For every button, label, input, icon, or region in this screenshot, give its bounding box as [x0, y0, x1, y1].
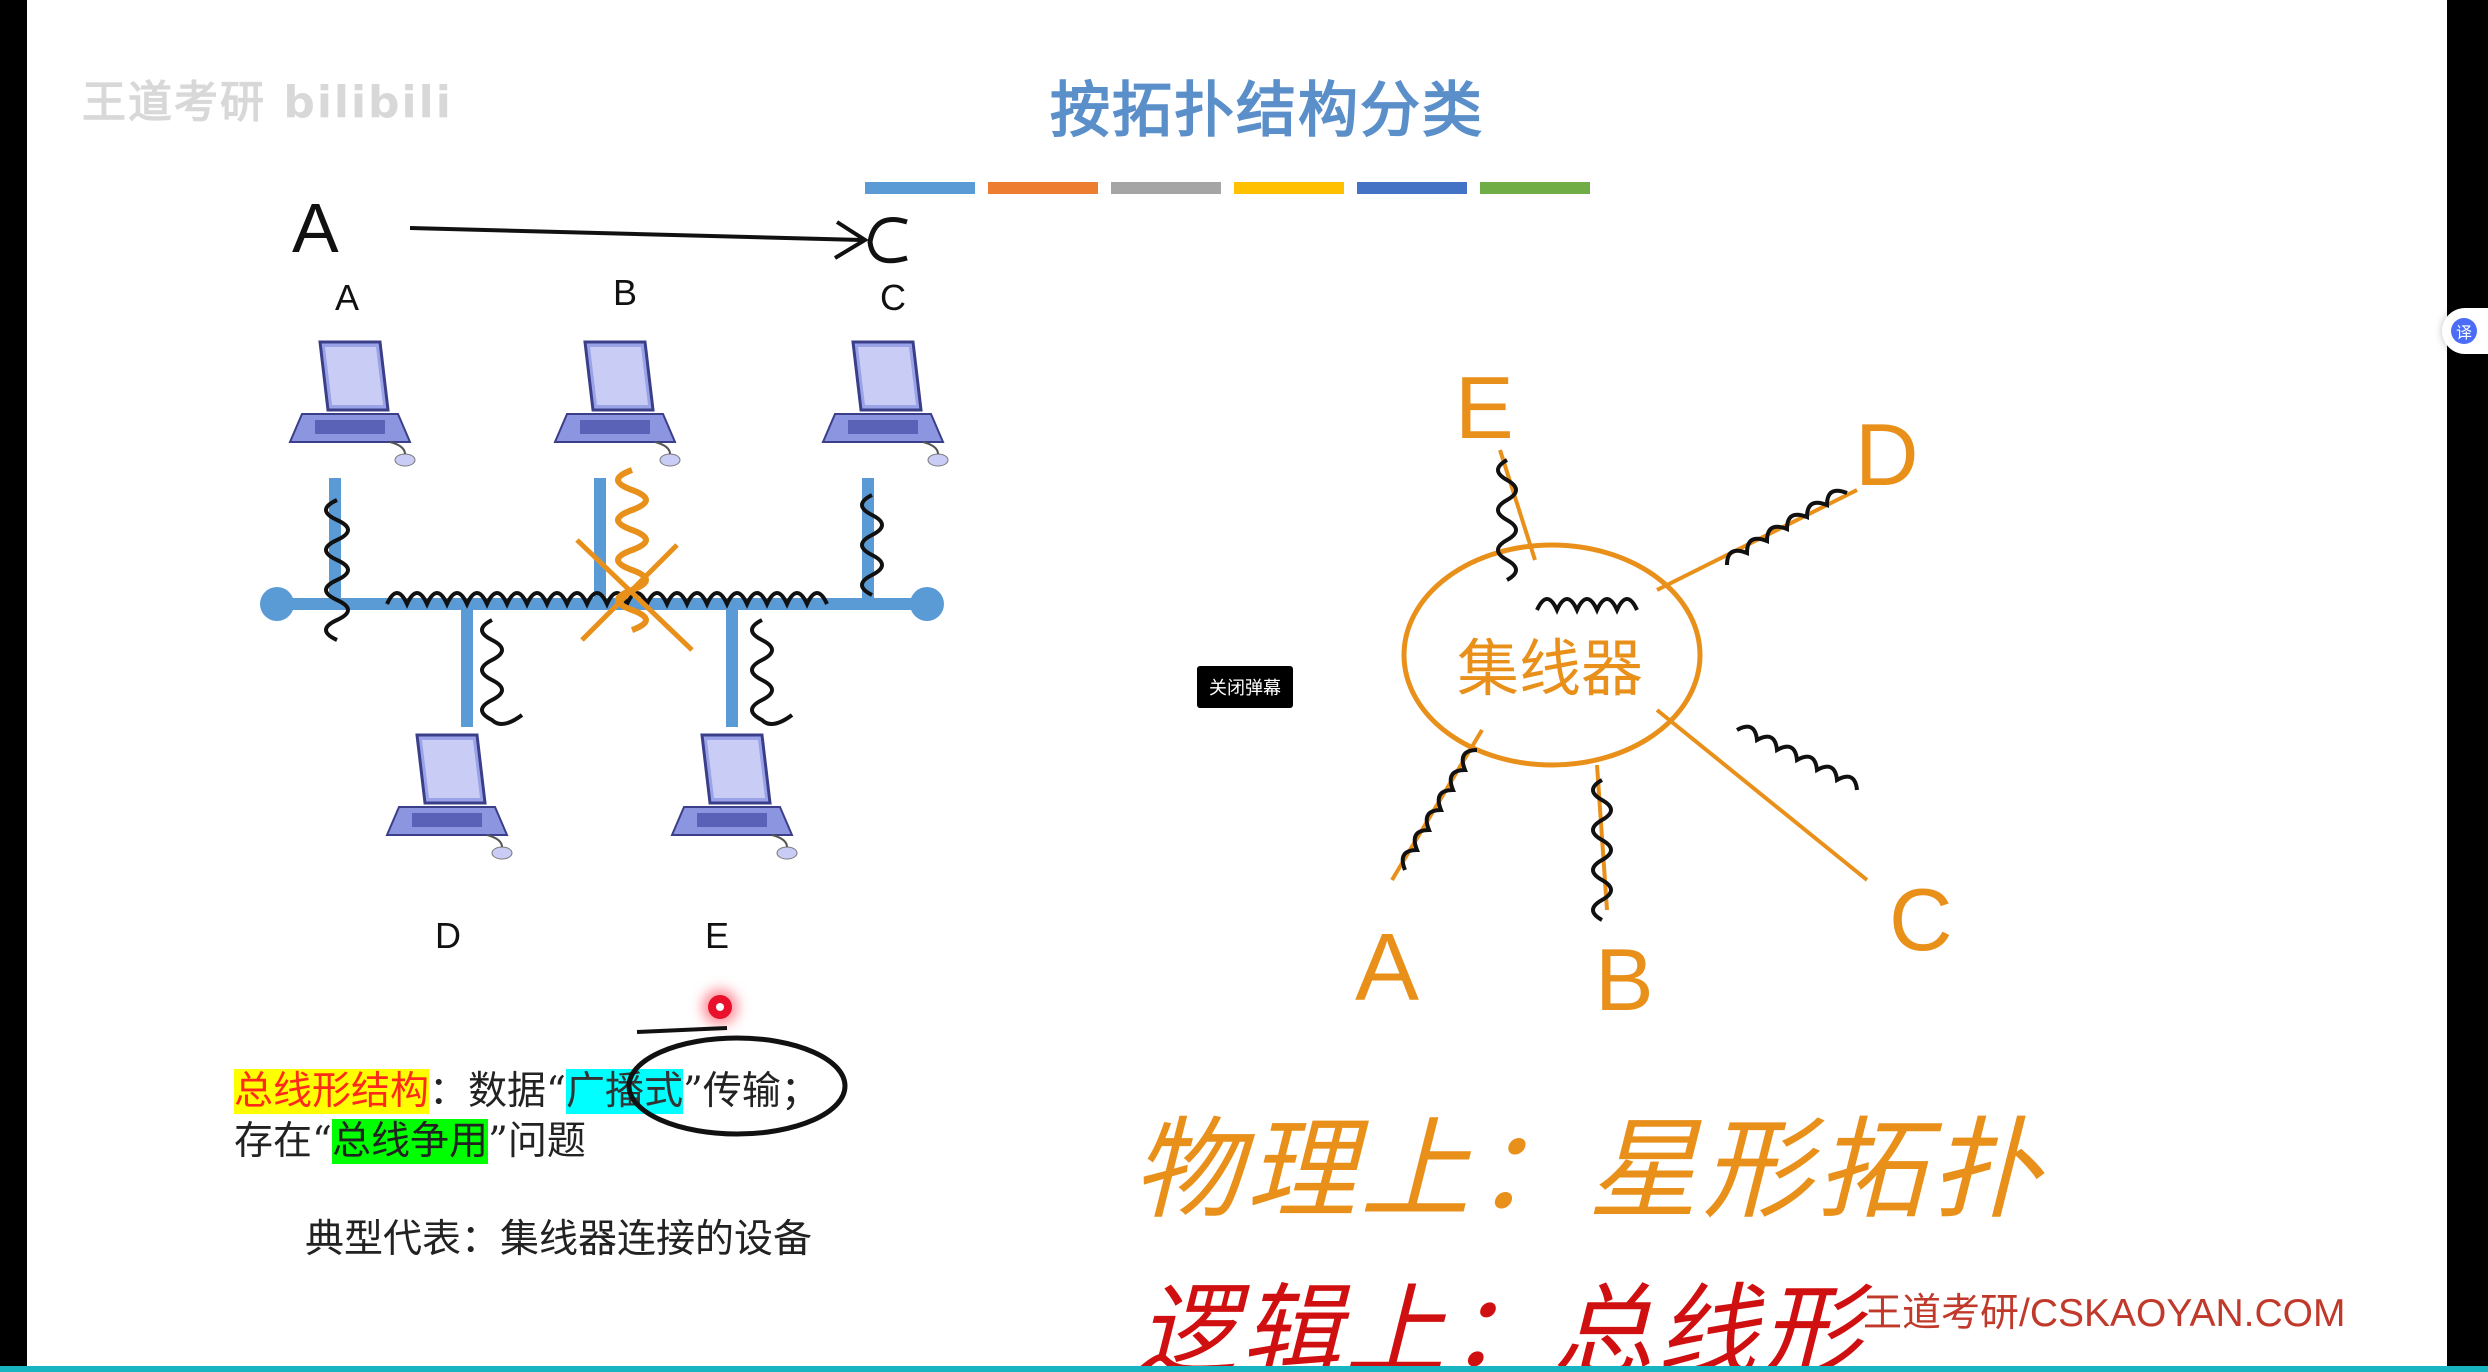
- node-label-D: D: [435, 915, 461, 956]
- laptop-D: [385, 733, 514, 861]
- node-label-B: B: [613, 272, 638, 313]
- handwritten-C: [867, 217, 908, 264]
- hub-label: 集线器: [1457, 632, 1643, 705]
- translate-icon: 译: [2451, 318, 2477, 344]
- handwriting-physical: 物理上：星形拓扑: [1132, 1106, 2044, 1234]
- handwritten-A: A: [292, 189, 339, 267]
- line1-mid: ：数据“: [429, 1069, 566, 1114]
- broadcast-term: 广播式: [565, 1069, 683, 1114]
- star-node-D: D: [1855, 405, 1919, 504]
- hub-ellipse: [1401, 542, 1703, 768]
- color-bar-yellow: [1234, 182, 1344, 194]
- slide-title: 按拓扑结构分类: [1050, 76, 1484, 146]
- color-bar-green: [1480, 182, 1590, 194]
- footer-branding: 王道考研/CSKAOYAN.COM: [1863, 1292, 2346, 1335]
- laptop-E: [670, 733, 799, 861]
- laptop-B: [553, 340, 682, 468]
- bus-topology-diagram: A: [260, 189, 950, 861]
- node-label-E: E: [705, 915, 730, 956]
- bilibili-watermark: 王道考研 bilibili: [82, 77, 453, 128]
- color-bar-orange: [988, 182, 1098, 194]
- node-label-A: A: [335, 277, 360, 318]
- color-bar-gray: [1111, 182, 1221, 194]
- line2-start: 存在“: [234, 1119, 332, 1164]
- color-bar-blue: [865, 182, 975, 194]
- slide-canvas: 王道考研 bilibili 按拓扑结构分类 A: [27, 0, 2447, 1366]
- star-topology-sketch: 集线器 E D C B A: [1355, 358, 1953, 1029]
- typical-example-text: 典型代表：集线器连接的设备: [305, 1217, 813, 1262]
- bus-description-line1: 总线形结构：数据“广播式”传输；: [234, 1060, 820, 1116]
- handwritten-circle: [626, 1026, 848, 1137]
- handwritten-arrow: [409, 226, 863, 242]
- star-node-B: B: [1595, 930, 1654, 1029]
- laptop-C: [821, 340, 950, 468]
- star-node-E: E: [1455, 358, 1514, 457]
- laptop-A: [288, 340, 417, 468]
- handwriting-logical: 逻辑上：总线形: [1137, 1273, 1865, 1366]
- close-danmaku-button[interactable]: 关闭弹幕: [1197, 666, 1293, 708]
- laser-pointer: [708, 995, 732, 1019]
- line1-end: ”传输；: [682, 1069, 820, 1114]
- star-node-A: A: [1355, 914, 1419, 1021]
- line2-end: ”问题: [487, 1119, 586, 1164]
- color-bar-darkblue: [1357, 182, 1467, 194]
- star-node-C: C: [1889, 870, 1953, 969]
- bus-structure-term: 总线形结构: [234, 1069, 430, 1114]
- translate-button[interactable]: 译: [2442, 308, 2488, 354]
- bus-contention-term: 总线争用: [331, 1119, 488, 1164]
- bus-description-line2: 存在“总线争用”问题: [234, 1110, 586, 1166]
- bottom-progress-bar: [0, 1366, 2488, 1372]
- node-label-C: C: [880, 277, 906, 318]
